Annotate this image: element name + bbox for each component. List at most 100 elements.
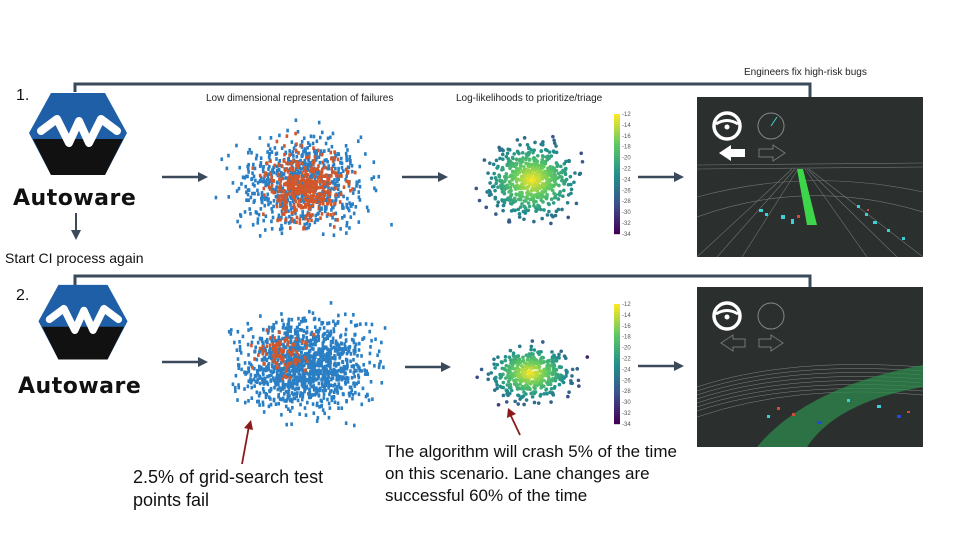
scatter-point [322,375,326,380]
flow-arrow [638,361,684,371]
scatter-point [249,211,252,216]
scatter-point [499,186,504,191]
scatter-point [258,349,262,353]
colorbar-tick-label: -12 [622,112,631,118]
scatter-point [353,346,357,351]
scatter-point [315,403,319,408]
scatter-point [504,154,509,159]
scatter-point [545,192,549,197]
scatter-point [337,166,340,171]
loglik-label: Log-likelihoods to prioritize/triage [456,93,603,104]
scatter-point [316,167,319,172]
scatter-point [547,375,551,380]
scatter-point [296,368,300,373]
scatter-point [496,185,500,190]
scatter-point [282,344,285,349]
scatter-point [279,378,283,382]
scatter-point [258,391,262,396]
scatter-point [280,318,284,323]
scatter-point [523,367,527,371]
scatter-point [308,370,312,374]
scatter-point [320,350,324,355]
scatter-point [342,185,346,189]
scatter-point [261,403,265,407]
scatter-point [247,188,251,192]
scatter-point [275,171,279,176]
scatter-point [565,369,569,374]
scatter-point [301,365,304,370]
scatter-point [372,175,376,179]
scatter-point [318,181,322,186]
scatter-point [318,185,321,190]
scatter-point [272,170,276,175]
scatter-point [495,166,499,170]
scatter-point [258,376,262,380]
scatter-point [279,189,283,194]
scatter-point [235,189,239,193]
scatter-point [515,365,520,370]
scatter-point [298,363,302,368]
scatter-point [529,175,534,179]
scatter-point [307,362,310,367]
scatter-point [552,386,557,390]
scatter-point [271,187,275,192]
scatter-point [290,140,294,144]
scatter-point [283,182,286,187]
scatter-point [532,148,537,152]
scatter-point [326,159,329,164]
scatter-point [516,368,521,373]
scatter-point [268,343,272,348]
scatter-point [555,372,560,377]
scatter-point [348,385,352,390]
scatter-point [238,344,242,349]
scatter-point [310,346,314,351]
scatter-point [240,367,243,372]
scatter-point [296,352,300,357]
scatter-point [290,399,294,404]
scatter-point [307,189,310,193]
scatter-point [566,215,571,220]
scatter-point [320,363,323,368]
scatter-point [280,231,284,236]
scatter-point [283,201,286,205]
scatter-point [284,389,288,394]
scatter-point [289,325,293,330]
flow-arrow [402,172,448,182]
scatter-point [269,186,272,190]
scatter-point [353,333,356,337]
scatter-point [305,345,308,350]
scatter-point [293,342,297,347]
scatter-point [367,208,370,213]
scatter-point [290,217,294,221]
scatter-point [308,387,311,392]
scatter-point [227,195,231,199]
scatter-point [532,348,537,352]
scatter-point [294,345,298,350]
scatter-point [332,319,335,324]
scatter-point [515,387,520,391]
scatter-point [513,371,517,375]
scatter-point [324,190,327,194]
scatter-point [296,196,300,201]
scatter-point [246,342,250,347]
scatter-point [357,195,361,200]
scatter-point [282,392,286,396]
scatter-point [244,184,248,189]
scatter-point [545,213,550,217]
scatter-point [322,196,326,201]
scatter-point [532,380,536,385]
scatter-point [355,184,358,188]
scatter-point [276,378,280,383]
scatter-point [297,151,300,155]
scatter-point [280,209,284,213]
scatter-point [336,376,340,381]
scatter-point [371,397,374,402]
scatter-point [563,166,568,171]
scatter-point [298,170,302,175]
scatter-point [332,367,336,372]
scatter-point [306,152,310,156]
scatter-point [296,202,300,207]
scatter-point [333,361,337,366]
scatter-point [283,152,286,157]
scatter-point [305,167,308,171]
